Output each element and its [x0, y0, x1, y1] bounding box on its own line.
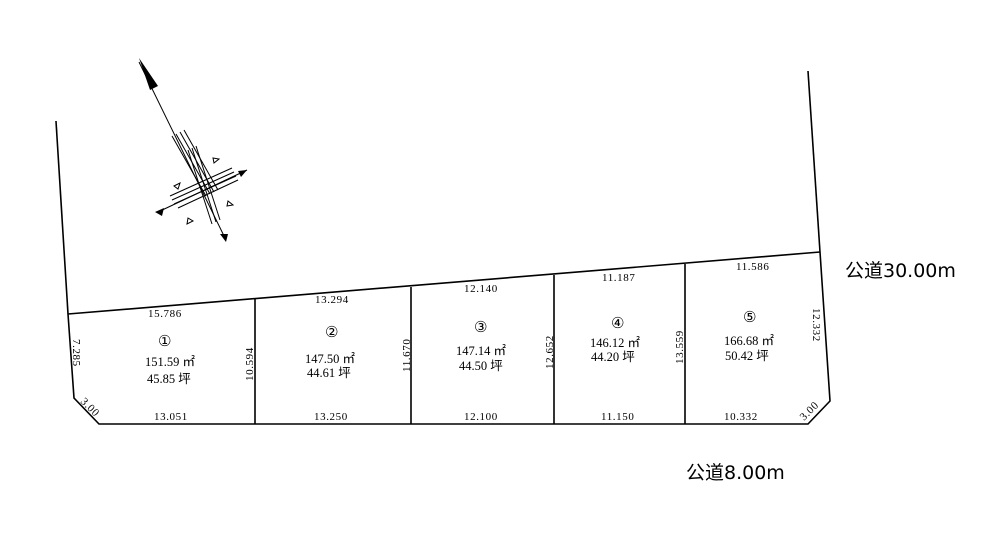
- lot-tsubo: 44.20 坪: [591, 350, 635, 364]
- lot-tsubo: 44.50 坪: [459, 359, 503, 373]
- lot-1: ① 151.59 ㎡ 45.85 坪: [145, 332, 196, 386]
- top-dimension: 11.586: [736, 261, 769, 273]
- side-dimension: 12.652: [544, 335, 556, 369]
- bottom-dimension: 13.051: [154, 411, 188, 423]
- lot-number: ①: [158, 332, 171, 350]
- side-dimension: 11.670: [401, 339, 413, 372]
- lot-area: 147.14 ㎡: [456, 344, 507, 358]
- side-dimension: 13.559: [674, 330, 686, 364]
- lot-5: ⑤ 166.68 ㎡ 50.42 坪: [724, 308, 775, 363]
- north-arrow-icon: [138, 58, 248, 242]
- lot-tsubo: 45.85 坪: [147, 372, 191, 386]
- bottom-dimension: 11.150: [601, 411, 634, 423]
- lot-area: 147.50 ㎡: [305, 352, 356, 366]
- corner-dimensions: 3.00 3.00: [78, 396, 822, 423]
- lot-tsubo: 44.61 坪: [307, 366, 351, 380]
- bottom-dimension: 12.100: [464, 411, 498, 423]
- top-dimension: 13.294: [315, 294, 349, 306]
- north-road-label: 公道30.00m: [845, 260, 956, 282]
- top-dimension: 11.187: [602, 272, 635, 284]
- corner-dimension: 3.00: [798, 399, 822, 423]
- lot-number: ③: [474, 318, 487, 336]
- lot-4: ④ 146.12 ㎡ 44.20 坪: [590, 314, 641, 364]
- lot-number: ②: [325, 323, 338, 341]
- bottom-dimension: 13.250: [314, 411, 348, 423]
- side-dimensions: 7.285 10.594 11.670 12.652 13.559 12.332: [70, 308, 822, 381]
- south-road-label: 公道8.00m: [686, 462, 785, 484]
- top-dimension: 12.140: [464, 283, 498, 295]
- side-dimension: 7.285: [70, 339, 82, 367]
- site-boundary: [55, 70, 831, 425]
- bottom-dimension: 10.332: [724, 411, 758, 423]
- lot-dividers: [254, 264, 686, 424]
- top-dimension: 15.786: [148, 308, 182, 320]
- lot-2: ② 147.50 ㎡ 44.61 坪: [305, 323, 356, 380]
- side-dimension: 10.594: [244, 347, 256, 381]
- top-dimensions: 15.786 13.294 12.140 11.187 11.586: [148, 261, 769, 320]
- lot-number: ④: [611, 314, 624, 332]
- bottom-dimensions: 13.051 13.250 12.100 11.150 10.332: [154, 411, 758, 423]
- lot-area: 166.68 ㎡: [724, 334, 775, 348]
- lot-area: 146.12 ㎡: [590, 336, 641, 350]
- lot-tsubo: 50.42 坪: [725, 349, 769, 363]
- lot-area: 151.59 ㎡: [145, 355, 196, 369]
- lot-number: ⑤: [743, 308, 756, 326]
- lot-3: ③ 147.14 ㎡ 44.50 坪: [456, 318, 507, 373]
- side-dimension: 12.332: [810, 308, 822, 342]
- corner-dimension: 3.00: [78, 396, 102, 420]
